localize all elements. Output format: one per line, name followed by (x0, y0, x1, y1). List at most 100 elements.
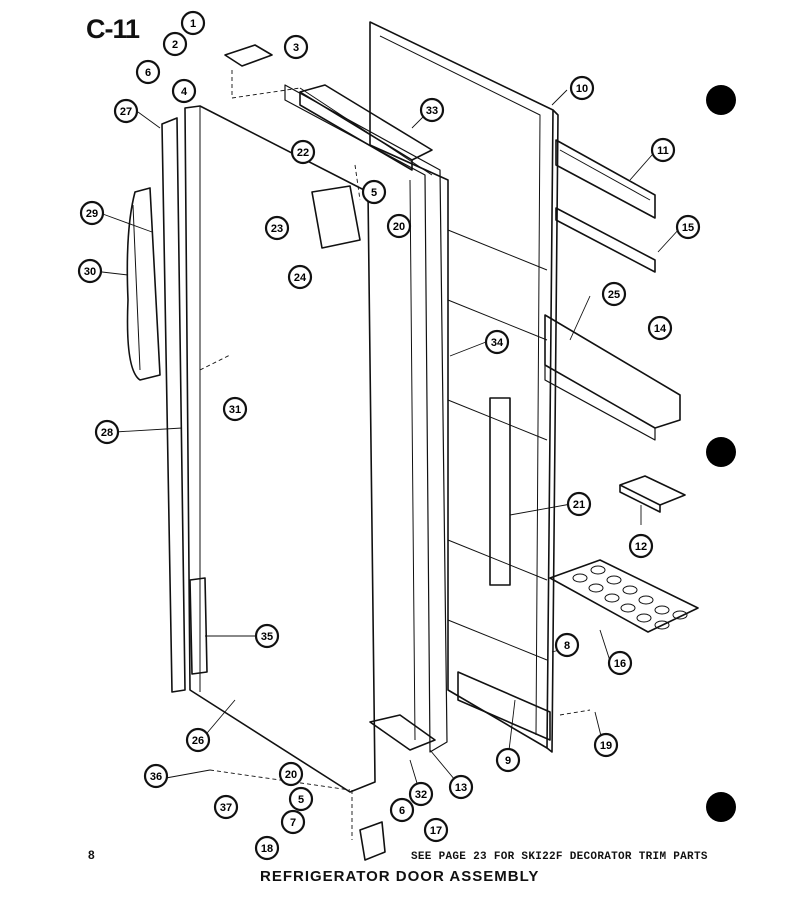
callout-label: 8 (564, 640, 570, 652)
small-tray (619, 475, 686, 506)
callout-12: 12 (628, 533, 654, 559)
callout-21: 21 (566, 491, 592, 517)
callout-8: 8 (554, 632, 580, 658)
callout-24: 24 (287, 264, 313, 290)
callout-label: 11 (657, 145, 669, 157)
callout-label: 25 (608, 289, 620, 301)
callout-19: 19 (593, 732, 619, 758)
top-hinge (224, 44, 273, 67)
breaker-strip-top (299, 84, 433, 161)
callout-31: 31 (222, 396, 248, 422)
callout-label: 20 (285, 769, 297, 781)
callout-1: 1 (180, 10, 206, 36)
page-number: 8 (88, 848, 95, 862)
callout-label: 24 (294, 272, 307, 284)
callout-label: 7 (290, 817, 296, 829)
callout-label: 34 (491, 337, 504, 349)
callout-label: 20 (393, 221, 405, 233)
trim-parts-note: SEE PAGE 23 FOR SKI22F DECORATOR TRIM PA… (411, 851, 708, 863)
callout-2: 2 (162, 31, 188, 57)
callout-15: 15 (675, 214, 701, 240)
callout-3: 3 (283, 34, 309, 60)
lower-gasket-strip (189, 577, 208, 675)
diagram-caption: REFRIGERATOR DOOR ASSEMBLY (260, 868, 540, 885)
callout-5: 5 (361, 179, 387, 205)
binder-hole-bottom (706, 792, 736, 822)
callout-label: 26 (192, 735, 204, 747)
callout-26: 26 (185, 727, 211, 753)
callout-36: 36 (143, 763, 169, 789)
callout-30: 30 (77, 258, 103, 284)
callout-label: 16 (614, 658, 626, 670)
callout-label: 4 (181, 86, 188, 98)
callout-label: 27 (120, 106, 132, 118)
callout-28: 28 (94, 419, 120, 445)
callout-37: 37 (213, 794, 239, 820)
callout-34: 34 (484, 329, 510, 355)
callout-20: 20 (386, 213, 412, 239)
callout-32: 32 (408, 781, 434, 807)
callout-label: 14 (654, 323, 667, 335)
callout-9: 9 (495, 747, 521, 773)
callout-label: 28 (101, 427, 113, 439)
callout-4: 4 (171, 78, 197, 104)
door-outer-panel (184, 105, 376, 793)
callout-14: 14 (647, 315, 673, 341)
callout-17: 17 (423, 817, 449, 843)
vertical-strip (489, 397, 511, 586)
callout-label: 1 (190, 18, 196, 30)
callout-label: 5 (298, 794, 304, 806)
callout-label: 32 (415, 789, 427, 801)
callout-16: 16 (607, 650, 633, 676)
callout-11: 11 (650, 137, 676, 163)
callout-5: 5 (288, 786, 314, 812)
callout-6: 6 (135, 59, 161, 85)
callout-20: 20 (278, 761, 304, 787)
shelf-bar (555, 207, 656, 273)
callout-label: 23 (271, 223, 283, 235)
callout-33: 33 (419, 97, 445, 123)
door-handle (126, 187, 161, 381)
callout-label: 21 (573, 499, 585, 511)
callout-7: 7 (280, 809, 306, 835)
butter-compartment (311, 185, 361, 249)
callout-label: 30 (84, 266, 96, 278)
bottom-hinge (359, 821, 386, 861)
callout-label: 35 (261, 631, 273, 643)
callout-label: 31 (229, 404, 241, 416)
callout-6: 6 (389, 797, 415, 823)
callout-label: 6 (399, 805, 405, 817)
callout-29: 29 (79, 200, 105, 226)
callout-label: 10 (576, 83, 588, 95)
callout-35: 35 (254, 623, 280, 649)
callout-label: 19 (600, 740, 612, 752)
callout-23: 23 (264, 215, 290, 241)
callout-label: 15 (682, 222, 694, 234)
binder-hole-top (706, 85, 736, 115)
upper-shelf-rail (555, 139, 656, 219)
callout-label: 36 (150, 771, 162, 783)
side-gasket-strip (161, 117, 186, 693)
bottom-breaker-strip (369, 714, 436, 751)
callout-label: 6 (145, 67, 151, 79)
callout-label: 5 (371, 187, 377, 199)
callout-label: 33 (426, 105, 438, 117)
lower-shelf (544, 314, 681, 429)
callout-label: 3 (293, 42, 299, 54)
callout-label: 18 (261, 843, 273, 855)
door-liner-panel (369, 21, 554, 749)
callout-13: 13 (448, 774, 474, 800)
callout-18: 18 (254, 835, 280, 861)
callout-label: 12 (635, 541, 647, 553)
callout-25: 25 (601, 281, 627, 307)
diagram-code: C-11 (86, 14, 140, 44)
callout-label: 17 (430, 825, 442, 837)
callout-10: 10 (569, 75, 595, 101)
callout-label: 13 (455, 782, 467, 794)
callout-label: 29 (86, 208, 98, 220)
bottom-trim (457, 671, 551, 741)
callout-27: 27 (113, 98, 139, 124)
ice-cube-tray (549, 559, 699, 633)
